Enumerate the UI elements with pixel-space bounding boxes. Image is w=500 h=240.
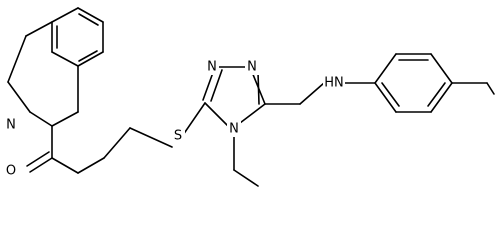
label-bg-n-quinoline	[4, 117, 18, 133]
atom-s-thioether: S	[174, 129, 182, 144]
label-bg-n-triazole-4	[227, 121, 241, 137]
atom-o-carbonyl: O	[6, 164, 16, 179]
label-bg-n-triazole-3	[205, 59, 219, 75]
triazole-ring	[182, 66, 266, 136]
atom-n-triazole-4: N	[229, 122, 239, 137]
label-bg-s-thioether	[171, 128, 185, 144]
label-bg-nh-amine	[323, 75, 345, 91]
atom-n-triazole-2: N	[247, 60, 257, 75]
atom-n-quinoline: N	[6, 118, 16, 133]
aminomethyl-linker	[264, 82, 376, 105]
atom-n-triazole-3: N	[207, 60, 217, 75]
label-bg-o-carbonyl	[4, 163, 18, 179]
saturated-ring-quinoline	[7, 21, 79, 127]
benzene-ring-quinoline	[51, 7, 104, 67]
atom-labels: N O S N N N HN	[4, 59, 345, 179]
ethyl-group	[233, 136, 259, 187]
atom-nh-amine: HN	[324, 76, 344, 91]
acyl-linker	[26, 125, 173, 174]
molecule-drawing: N O S N N N HN	[4, 7, 495, 187]
label-bg-n-triazole-2	[245, 59, 259, 75]
tolyl-ring	[374, 53, 495, 113]
structure-canvas: N O S N N N HN	[4, 7, 495, 187]
